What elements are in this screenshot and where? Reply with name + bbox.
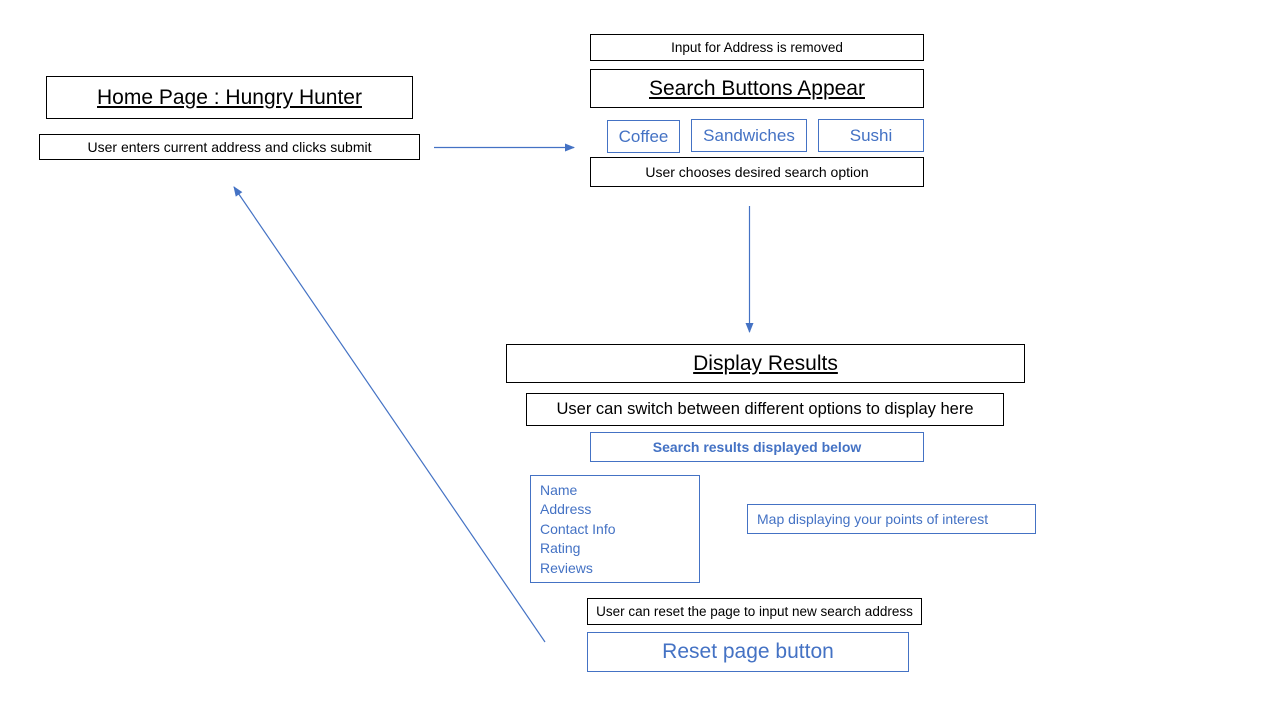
result-fields-list: Name Address Contact Info Rating Reviews — [530, 475, 700, 583]
coffee-button[interactable]: Coffee — [607, 120, 680, 153]
address-submit-step: User enters current address and clicks s… — [39, 134, 420, 160]
switch-options-step: User can switch between different option… — [526, 393, 1004, 426]
search-results-label: Search results displayed below — [590, 432, 924, 462]
arrow-reset-to-home — [233, 186, 546, 643]
reset-page-step: User can reset the page to input new sea… — [587, 598, 922, 625]
result-field-contact-info: Contact Info — [540, 520, 616, 537]
home-page-title: Home Page : Hungry Hunter — [46, 76, 413, 119]
display-results-title: Display Results — [506, 344, 1025, 383]
map-points-of-interest: Map displaying your points of interest — [747, 504, 1036, 534]
result-field-address: Address — [540, 501, 592, 518]
result-field-name: Name — [540, 482, 578, 498]
result-field-rating: Rating — [540, 540, 581, 557]
sushi-button[interactable]: Sushi — [818, 119, 924, 152]
address-input-removed-note: Input for Address is removed — [590, 34, 924, 61]
choose-search-option-step: User chooses desired search option — [590, 157, 924, 187]
search-buttons-title: Search Buttons Appear — [590, 69, 924, 108]
reset-page-button[interactable]: Reset page button — [587, 632, 909, 672]
result-field-reviews: Reviews — [540, 559, 593, 576]
sandwiches-button[interactable]: Sandwiches — [691, 119, 807, 152]
